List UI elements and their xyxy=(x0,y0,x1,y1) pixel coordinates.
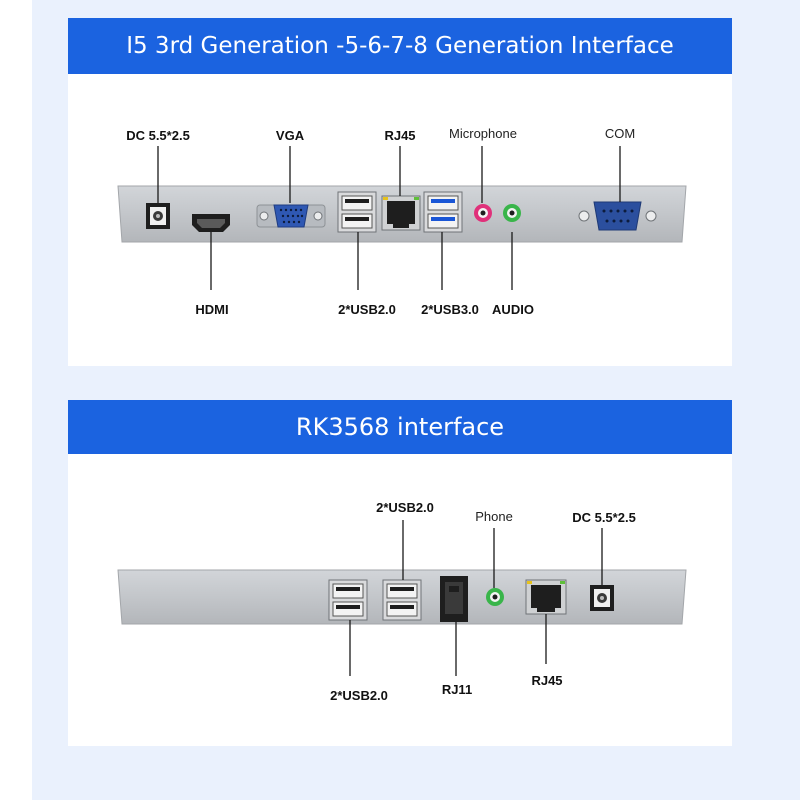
rj45-port-icon-2 xyxy=(525,579,567,615)
dc-label: DC 5.5*2.5 xyxy=(126,128,190,143)
usb30-label: 2*USB3.0 xyxy=(421,302,479,317)
com-port-icon xyxy=(578,201,657,231)
phone-label: Phone xyxy=(475,509,513,524)
dc-jack-icon-2 xyxy=(590,585,614,611)
rj45-label: RJ45 xyxy=(384,128,415,143)
vga-label: VGA xyxy=(276,128,305,143)
rj45-port-icon xyxy=(381,195,421,231)
audio-label: AUDIO xyxy=(492,302,534,317)
rk3568-section-title: RK3568 interface xyxy=(68,400,732,454)
i5-io-panel xyxy=(117,185,687,243)
rj45-label-2: RJ45 xyxy=(531,673,562,688)
usb20-label: 2*USB2.0 xyxy=(338,302,396,317)
phone-jack-icon xyxy=(486,588,504,606)
i5-leader-lines xyxy=(157,146,621,290)
microphone-jack-icon xyxy=(474,204,492,222)
rj11-port-icon xyxy=(440,576,468,622)
vga-port-icon xyxy=(256,204,326,228)
i5-section-title: I5 3rd Generation -5-6-7-8 Generation In… xyxy=(68,18,732,74)
dc-jack-icon xyxy=(146,203,170,229)
rk3568-io-panel xyxy=(117,569,687,625)
usb20-top-label: 2*USB2.0 xyxy=(376,500,434,515)
dc-label-2: DC 5.5*2.5 xyxy=(572,510,636,525)
usb2-ports-icon xyxy=(337,191,377,233)
rj11-label: RJ11 xyxy=(442,682,472,697)
audio-jack-icon xyxy=(503,204,521,222)
com-label: COM xyxy=(605,126,635,141)
hdmi-port-icon xyxy=(192,214,230,232)
rk3568-leader-lines xyxy=(349,520,603,676)
microphone-label: Microphone xyxy=(449,126,517,141)
usb2-right-ports-icon xyxy=(382,579,422,621)
usb3-ports-icon xyxy=(423,191,463,233)
usb20-bottom-label: 2*USB2.0 xyxy=(330,688,388,703)
usb2-left-ports-icon xyxy=(328,579,368,621)
hdmi-label: HDMI xyxy=(195,302,228,317)
